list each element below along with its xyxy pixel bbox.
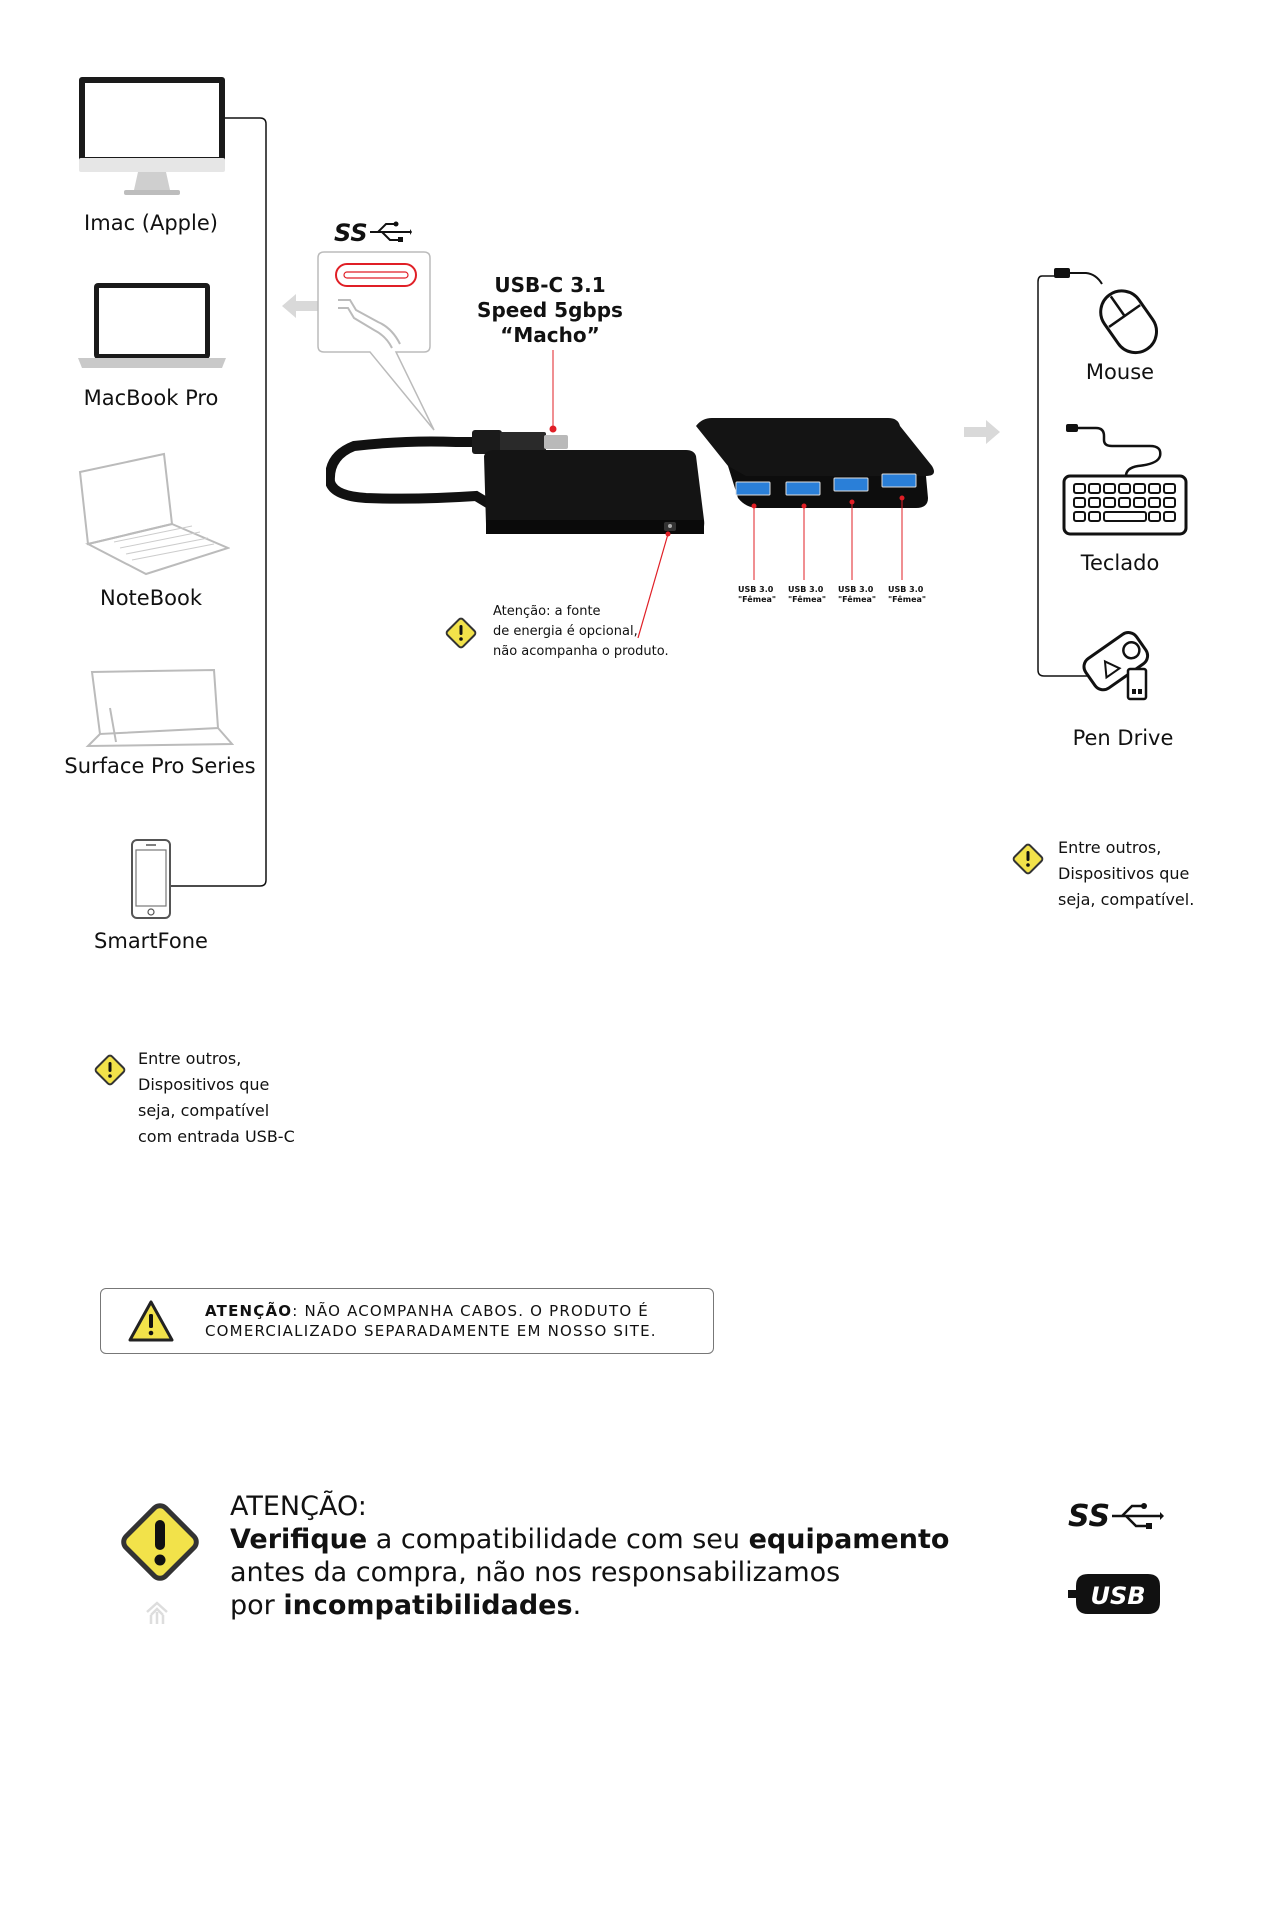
usb-c-title-line1: USB-C 3.1: [494, 273, 606, 297]
power-note-line3: não acompanha o produto.: [493, 644, 669, 659]
compat-warning-bold-verifique: Verifique: [230, 1524, 368, 1555]
compat-warning-bold-equipamento: equipamento: [748, 1524, 950, 1555]
power-note-line2: de energia é opcional,: [493, 624, 638, 639]
port-label-1-line1: USB 3.0: [738, 585, 774, 594]
brand-watermark-icon: [146, 1601, 168, 1624]
port-label-4-line1: USB 3.0: [888, 585, 924, 594]
compat-warning: ATENÇÃO: Verifique a compatibilidade com…: [230, 1490, 949, 1622]
left-note-line1: Entre outros,: [138, 1049, 242, 1068]
imac-label: Imac (Apple): [84, 211, 218, 235]
left-note-line3: seja, compatível: [138, 1101, 270, 1120]
notebook-label: NoteBook: [100, 586, 202, 610]
compat-warning-text4: .: [572, 1590, 582, 1621]
usb-c-title-line3: “Macho”: [500, 323, 600, 347]
imac-icon: [79, 77, 225, 195]
port-label-4-line2: "Fêmea": [888, 595, 927, 604]
warning-icon: [1012, 843, 1044, 875]
port-label-1: USB 3.0 "Fêmea": [738, 585, 788, 605]
keyboard-label: Teclado: [1080, 551, 1160, 575]
keyboard-icon: [1062, 424, 1188, 536]
cables-warning-box: ATENÇÃO: NÃO ACOMPANHA CABOS. O PRODUTO …: [100, 1288, 714, 1354]
warning-icon: [445, 617, 477, 649]
mouse-icon: [1054, 268, 1158, 355]
right-note-line3: seja, compatível.: [1058, 890, 1195, 909]
usb-badge-text: USB: [1090, 1582, 1145, 1610]
macbook-label: MacBook Pro: [83, 386, 219, 410]
left-note-line2: Dispositivos que: [138, 1075, 270, 1094]
cables-warning-rest1: : NÃO ACOMPANHA CABOS. O PRODUTO É: [292, 1302, 649, 1320]
port-pointers: [751, 495, 905, 580]
mouse-label: Mouse: [1085, 360, 1155, 384]
compat-warning-line2: antes da compra, não nos responsabilizam…: [230, 1557, 841, 1588]
macbook-icon: [78, 283, 226, 368]
power-pointer: [637, 531, 671, 639]
right-connector-bracket: [1037, 275, 1090, 677]
port-label-3: USB 3.0 "Fêmea": [838, 585, 888, 605]
port-label-3-line1: USB 3.0: [838, 585, 874, 594]
usb-c-title: USB-C 3.1 Speed 5gbps “Macho”: [440, 273, 660, 348]
right-note-line1: Entre outros,: [1058, 838, 1162, 857]
power-note-line1: Atenção: a fonte: [493, 604, 601, 619]
left-compat-note: Entre outros, Dispositivos que seja, com…: [138, 1046, 295, 1150]
usb-badge-logo: USB: [1068, 1574, 1160, 1614]
surface-icon: [85, 668, 234, 748]
ss-usb-logo: SS: [334, 219, 412, 247]
pendrive-label: Pen Drive: [1072, 726, 1174, 750]
usb-hub-device: [326, 418, 934, 534]
connector-pointer: [549, 350, 557, 433]
warning-triangle-icon: [128, 1300, 174, 1342]
arrow-right-icon: [964, 420, 1000, 444]
cables-warning-bold: ATENÇÃO: [205, 1302, 293, 1320]
usb-c-connector: [317, 251, 435, 431]
compat-warning-bold-incompat: incompatibilidades: [283, 1590, 573, 1621]
pendrive-icon: [1082, 631, 1150, 701]
port-label-2-line2: "Fêmea": [788, 595, 827, 604]
right-note-line2: Dispositivos que: [1058, 864, 1190, 883]
port-label-3-line2: "Fêmea": [838, 595, 877, 604]
compat-warning-text1: a compatibilidade com seu: [367, 1524, 749, 1555]
notebook-icon: [78, 452, 230, 576]
compat-warning-title: ATENÇÃO:: [230, 1491, 367, 1522]
usb3-ports: [735, 473, 917, 496]
arrow-left-icon: [282, 294, 318, 318]
surface-label: Surface Pro Series: [64, 754, 256, 778]
port-label-2: USB 3.0 "Fêmea": [788, 585, 838, 605]
ss-text-bottom: SS: [1068, 1499, 1110, 1534]
ss-usb-logo: SS: [1068, 1499, 1164, 1534]
cables-warning-rest2: COMERCIALIZADO SEPARADAMENTE EM NOSSO SI…: [205, 1322, 657, 1340]
smartphone-label: SmartFone: [94, 929, 208, 953]
usb-c-title-line2: Speed 5gbps: [477, 298, 623, 322]
port-label-2-line1: USB 3.0: [788, 585, 824, 594]
left-note-line4: com entrada USB-C: [138, 1127, 295, 1146]
warning-diamond-icon: [121, 1503, 199, 1581]
power-note: Atenção: a fonte de energia é opcional, …: [493, 602, 669, 662]
compat-warning-text3: por: [230, 1590, 284, 1621]
cables-warning-text: ATENÇÃO: NÃO ACOMPANHA CABOS. O PRODUTO …: [205, 1301, 657, 1341]
port-label-1-line2: "Fêmea": [738, 595, 777, 604]
port-label-4: USB 3.0 "Fêmea": [888, 585, 938, 605]
warning-icon: [94, 1054, 126, 1086]
ss-text: SS: [334, 219, 368, 247]
smartphone-icon: [131, 839, 171, 919]
right-compat-note: Entre outros, Dispositivos que seja, com…: [1058, 835, 1194, 913]
left-connector-bracket: [170, 117, 267, 887]
